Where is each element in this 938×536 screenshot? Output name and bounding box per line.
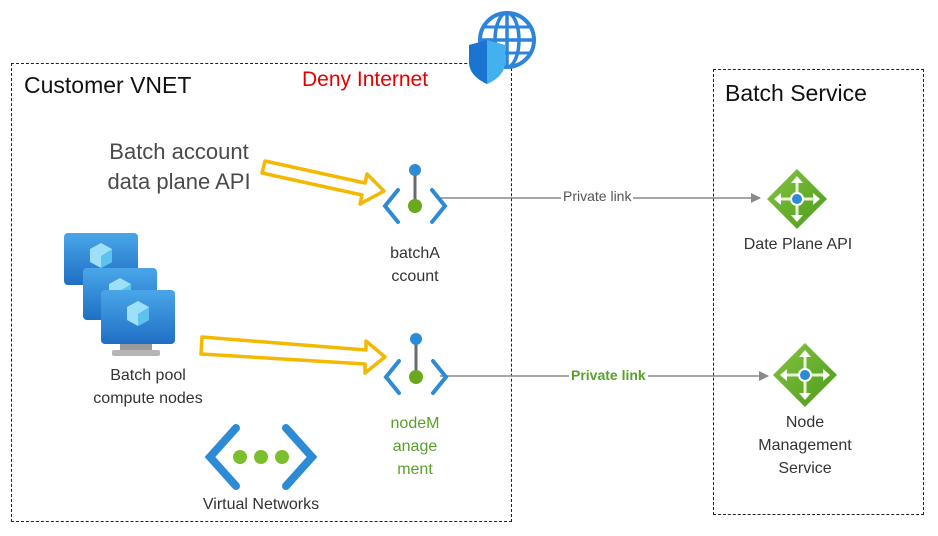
node-management-endpoint-line3: ment [397, 461, 433, 478]
customer-vnet-title: Customer VNET [24, 72, 192, 98]
virtual-networks-icon [204, 424, 318, 490]
node-management-endpoint-line2: anage [392, 438, 438, 455]
batch-account-api-label: Batch account data plane API [98, 137, 260, 197]
batch-account-endpoint-label: batchA ccount [375, 242, 455, 288]
node-management-service-line2: Management [758, 437, 852, 454]
data-plane-api-icon [767, 169, 827, 229]
batch-pool-line2: compute nodes [93, 390, 203, 407]
data-plane-api-label: Date Plane API [743, 236, 853, 253]
private-endpoint-icon [382, 164, 448, 224]
virtual-networks-label: Virtual Networks [202, 496, 320, 513]
node-management-service-icon [773, 343, 837, 407]
batch-service-boundary [713, 69, 924, 515]
node-management-endpoint-label: nodeM anage ment [375, 412, 455, 481]
node-management-service-line1: Node [785, 414, 825, 431]
private-link-label-bottom: Private link [569, 367, 648, 383]
private-link-label-top: Private link [561, 188, 634, 204]
node-management-endpoint-line1: nodeM [390, 415, 440, 432]
node-management-service-label: Node Management Service [745, 411, 865, 480]
batch-pool-line1: Batch pool [110, 367, 186, 384]
batch-pool-label: Batch pool compute nodes [78, 364, 218, 410]
shield-icon [469, 40, 505, 84]
pool-flow-arrow [199, 335, 387, 375]
api-flow-arrow [260, 159, 386, 206]
api-label-line1: Batch account [109, 139, 249, 164]
compute-node-icon [101, 290, 175, 356]
batch-account-endpoint-line1: batchA [390, 245, 440, 262]
batch-account-endpoint-line2: ccount [391, 268, 439, 285]
customer-vnet-boundary [11, 63, 512, 522]
private-endpoint-icon [383, 333, 449, 395]
node-management-service-line3: Service [778, 460, 832, 477]
api-label-line2: data plane API [107, 169, 251, 194]
batch-service-title: Batch Service [725, 80, 867, 106]
deny-internet-label: Deny Internet [302, 68, 429, 91]
